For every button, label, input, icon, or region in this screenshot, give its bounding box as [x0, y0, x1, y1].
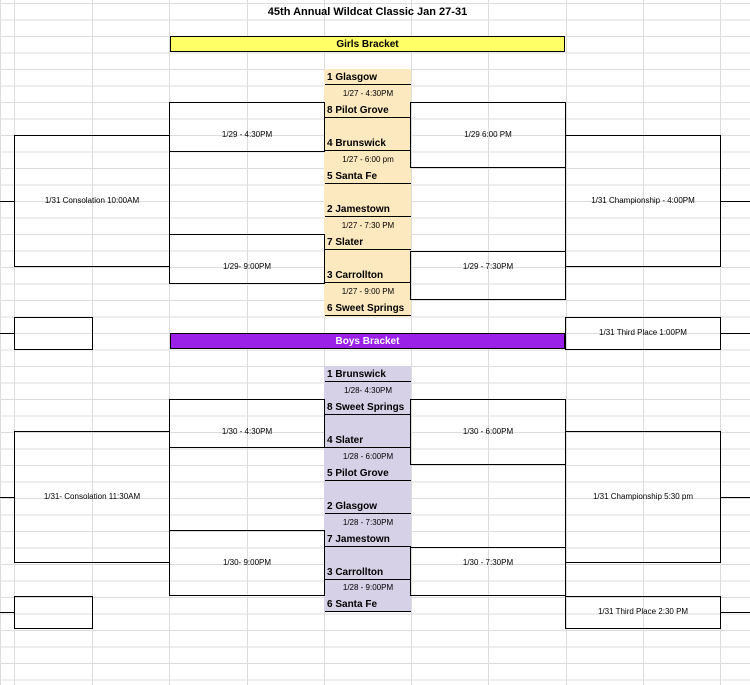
girls-team-2: 8 Pilot Grove: [325, 102, 411, 118]
boys-team-8: 6 Santa Fe: [325, 596, 411, 612]
girls-game-time: 1/27 - 7:30 PM: [341, 221, 395, 230]
girls-third-place-label: 1/31 Third Place 1:00PM: [599, 328, 687, 337]
boys-left-semi-box: [169, 399, 325, 448]
boys-left-semi-box: [169, 530, 325, 596]
boys-team-column: [324, 366, 411, 612]
boys-left-semi-label: 1/30- 9:00PM: [222, 558, 272, 567]
girls-bracket-banner: Girls Bracket: [170, 36, 565, 52]
boys-right-semi-box: [410, 547, 566, 596]
girls-consolation-box: [14, 135, 170, 267]
boys-team-3: 4 Slater: [325, 432, 411, 448]
boys-right-semi-label: 1/30 - 7:30PM: [462, 558, 514, 567]
boys-bracket-banner: Boys Bracket: [170, 333, 565, 349]
boys-team-7: 3 Carrollton: [325, 564, 411, 580]
girls-right-semi-label: 1/29 6:00 PM: [464, 130, 512, 139]
girls-team-3: 4 Brunswick: [325, 135, 411, 151]
boys-game-time: 1/28 - 9:00PM: [342, 583, 394, 592]
bracket-line: [0, 201, 14, 202]
boys-left-semi-label: 1/30 - 4:30PM: [221, 427, 273, 436]
girls-team-4: 5 Santa Fe: [325, 168, 411, 184]
bracket-line: [0, 497, 14, 498]
boys-consolation-label: 1/31- Consolation 11:30AM: [43, 492, 141, 501]
bracket-line: [0, 333, 14, 334]
bracket-line: [0, 612, 14, 613]
girls-left-semi-label: 1/29- 9:00PM: [222, 262, 272, 271]
girls-team-column: [324, 69, 411, 317]
girls-game-time: 1/27 - 9:00 PM: [341, 287, 395, 296]
boys-team-6: 7 Jamestown: [325, 531, 411, 547]
column-line: [169, 0, 170, 685]
boys-team-1: 1 Brunswick: [325, 366, 411, 382]
girls-championship-label: 1/31 Championship - 4:00PM: [591, 196, 695, 205]
girls-left-semi-box: [169, 234, 325, 284]
girls-right-semi-label: 1/29 - 7:30PM: [462, 262, 514, 271]
girls-team-8: 6 Sweet Springs: [325, 300, 411, 316]
bracket-line: [720, 612, 750, 613]
girls-right-semi-box: [410, 251, 566, 300]
column-line: [643, 0, 644, 685]
girls-team-1: 1 Glasgow: [325, 69, 411, 85]
boys-game-time: 1/28 - 6:00PM: [342, 452, 394, 461]
girls-game-time: 1/27 - 4:30PM: [342, 89, 394, 98]
boys-right-semi-label: 1/30 - 6:00PM: [462, 427, 514, 436]
boys-team-4: 5 Pilot Grove: [325, 465, 411, 481]
boys-game-time: 1/28 - 7:30PM: [342, 518, 394, 527]
bracket-line: [720, 497, 750, 498]
boys-consolation-box: [14, 431, 170, 563]
column-line: [566, 0, 567, 685]
girls-team-7: 3 Carrollton: [325, 267, 411, 283]
boys-team-2: 8 Sweet Springs: [325, 399, 411, 415]
boys-third-place-label: 1/31 Third Place 2:30 PM: [597, 607, 689, 616]
girls-consolation-winner-box: [14, 317, 93, 350]
boys-game-time: 1/28- 4:30PM: [343, 386, 393, 395]
boys-consolation-winner-box: [14, 596, 93, 629]
boys-championship-label: 1/31 Championship 5:30 pm: [592, 492, 694, 501]
bracket-line: [720, 201, 750, 202]
boys-team-5: 2 Glasgow: [325, 498, 411, 514]
girls-consolation-label: 1/31 Consolation 10:00AM: [44, 196, 140, 205]
tournament-title: 45th Annual Wildcat Classic Jan 27-31: [267, 6, 468, 18]
girls-game-time: 1/27 - 6:00 pm: [342, 155, 394, 164]
girls-left-semi-label: 1/29 - 4:30PM: [221, 130, 273, 139]
girls-team-6: 7 Slater: [325, 234, 411, 250]
girls-left-semi-box: [169, 102, 325, 152]
bracket-line: [720, 333, 750, 334]
girls-team-5: 2 Jamestown: [325, 201, 411, 217]
